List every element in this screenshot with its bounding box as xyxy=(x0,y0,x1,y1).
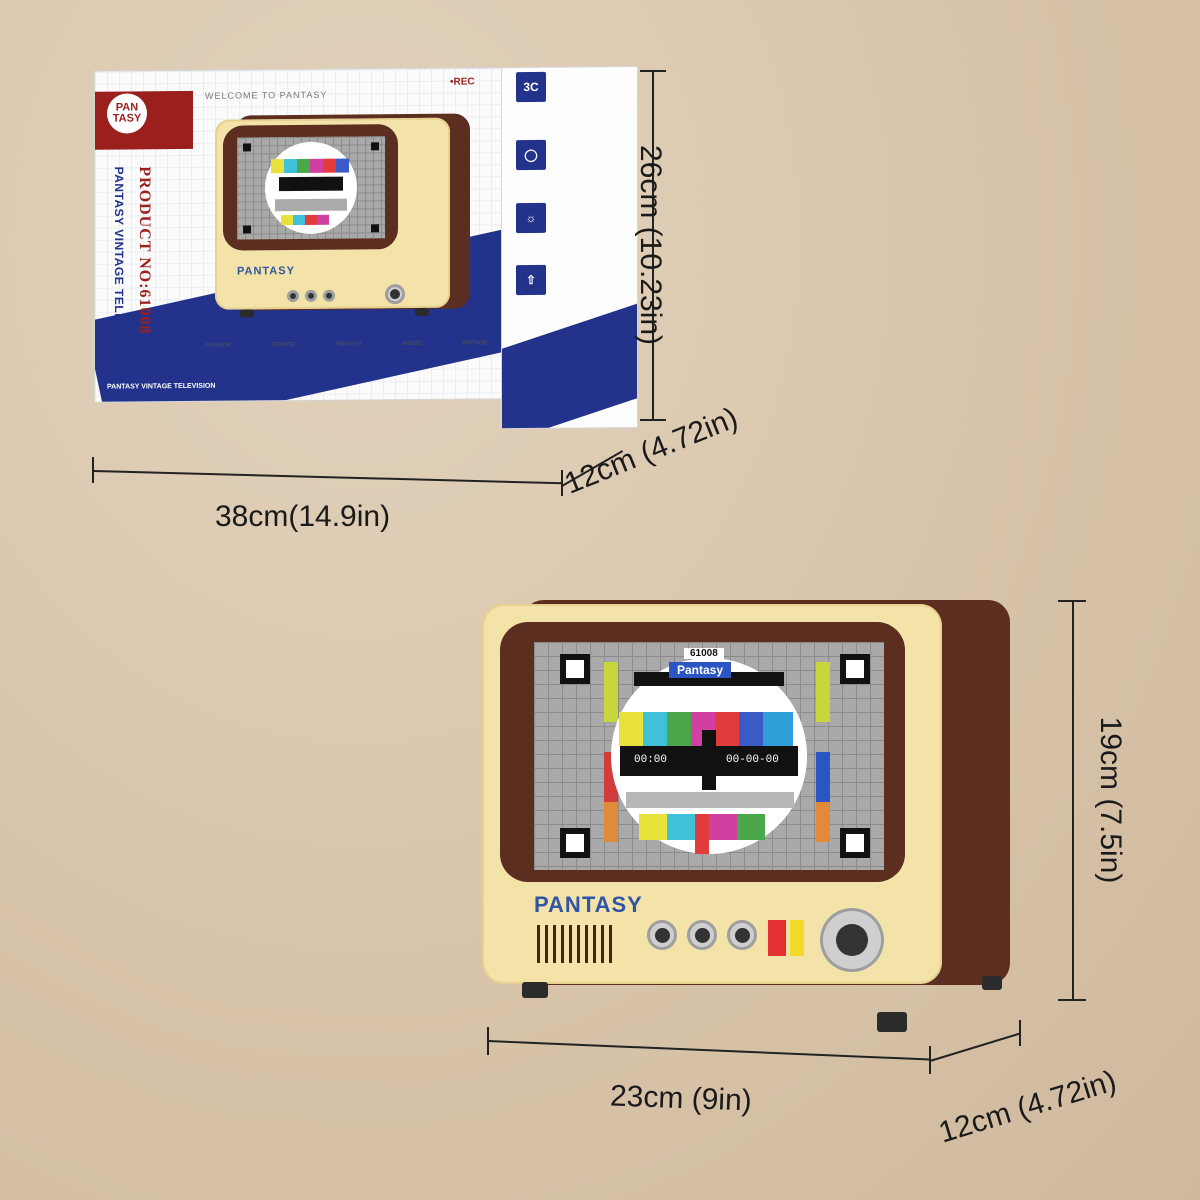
vintage-tv: 61008 Pantasy 00:00 00-00-00 PANTASY xyxy=(482,600,1012,1040)
product-box: PAN TASY PRODUCT NO:61008 PANTASY VINTAG… xyxy=(95,67,637,432)
control-knob xyxy=(687,920,717,950)
yellow-indicator xyxy=(790,920,804,956)
tv-foot xyxy=(982,976,1002,990)
tv-width-line xyxy=(487,1040,930,1061)
box-welcome-text: WELCOME TO PANTASY xyxy=(205,89,328,101)
box-front-panel: PAN TASY PRODUCT NO:61008 PANTASY VINTAG… xyxy=(95,68,502,402)
control-knob xyxy=(727,920,757,950)
box-width-label: 38cm(14.9in) xyxy=(215,500,391,533)
upload-arrow-icon: ⇧ xyxy=(516,264,546,296)
screen-model-label: 61008 xyxy=(684,648,724,659)
dial-knob xyxy=(820,908,884,972)
tv-screen: 61008 Pantasy 00:00 00-00-00 xyxy=(534,642,884,870)
globe-icon: ◯ xyxy=(516,139,546,171)
box-tv-knob xyxy=(305,289,317,302)
control-knob xyxy=(647,920,677,950)
box-scale-label: PANTASY xyxy=(335,341,363,348)
tv-foot xyxy=(522,982,548,998)
tv-foot xyxy=(877,1012,907,1032)
box-tv-screen xyxy=(237,136,385,240)
screen-time-left: 00:00 xyxy=(634,754,668,766)
box-tv-illustration: PANTASY xyxy=(215,113,470,326)
test-pattern xyxy=(560,654,870,858)
box-tv-knob xyxy=(287,289,299,303)
tv-height-label: 19cm (7.5in) xyxy=(1094,716,1127,884)
box-footer-text: PANTASY VINTAGE TELEVISION xyxy=(107,382,216,391)
box-scale-label: FASHION xyxy=(205,342,232,349)
screen-time-right: 00-00-00 xyxy=(726,754,779,766)
box-height-label: 26cm (10.23in) xyxy=(634,144,667,346)
box-test-pattern xyxy=(243,141,379,234)
box-side-panel: 3C ◯ ☼ ⇧ xyxy=(502,67,637,429)
box-height-line xyxy=(652,70,654,420)
tv-height-line xyxy=(1072,600,1074,1000)
tv-width-label: 23cm (9in) xyxy=(609,1079,753,1118)
box-scale-label: VINTAGE xyxy=(461,340,488,347)
box-product-number: PRODUCT NO:61008 xyxy=(136,166,153,335)
box-tv-knob xyxy=(323,289,335,302)
tv-brand-logo: PANTASY xyxy=(534,892,643,917)
box-scale-label: MUSIC xyxy=(402,340,422,348)
box-scale-label: CREATE xyxy=(271,342,296,349)
box-product-name: PANTASY VINTAGE TELEVISION xyxy=(112,166,126,366)
box-tv-brand: PANTASY xyxy=(237,265,295,278)
box-logo: PAN TASY xyxy=(107,93,147,134)
box-tv-knob xyxy=(385,284,405,305)
lightbulb-icon: ☼ xyxy=(516,202,546,234)
screen-brand-label: Pantasy xyxy=(669,662,732,678)
box-3c-icon: 3C xyxy=(516,71,546,103)
box-rec-label: •REC xyxy=(450,76,475,88)
tv-depth-label: 12cm (4.72in) xyxy=(935,1064,1121,1150)
red-indicator xyxy=(768,920,786,956)
speaker-grille xyxy=(537,925,617,963)
box-width-line xyxy=(92,470,563,485)
